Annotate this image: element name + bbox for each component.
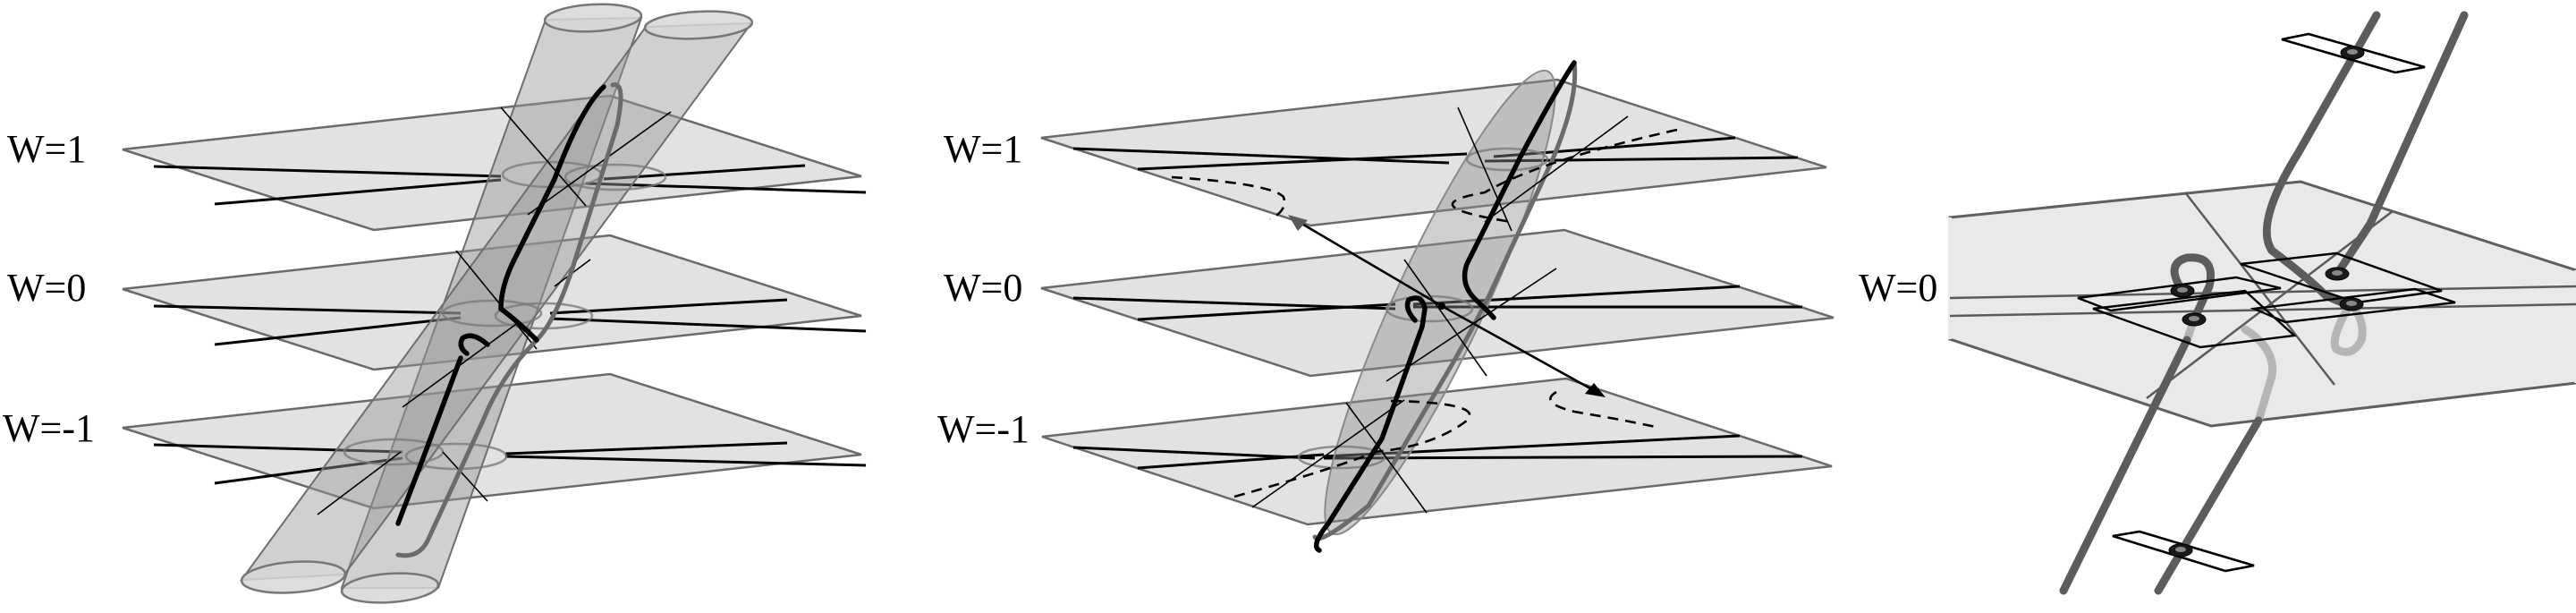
strand-loop-left xyxy=(2170,253,2215,324)
label-mid-w1: W=1 xyxy=(944,127,1022,171)
label-left-wm1: W=-1 xyxy=(3,406,95,450)
label-left-w0: W=0 xyxy=(7,266,86,310)
center-point xyxy=(1438,302,1445,310)
plane-w0-right xyxy=(1948,180,2576,428)
thin-lines-middle xyxy=(1251,106,1629,514)
strand-bottom-right xyxy=(2154,416,2263,595)
label-left-w1: W=1 xyxy=(7,127,86,171)
dashed-curves-middle xyxy=(1171,128,1678,498)
strand-bottom-left xyxy=(2059,336,2191,595)
strand-left xyxy=(2262,11,2381,309)
arrowhead-down-icon xyxy=(1585,383,1606,397)
plane-w1-middle xyxy=(1040,78,1827,227)
gray-curve-middle xyxy=(1312,60,1578,541)
plane-lines-right xyxy=(1949,192,2576,399)
label-mid-w0: W=0 xyxy=(944,266,1022,310)
arrows-middle xyxy=(1288,215,1606,397)
arrowhead-up-icon xyxy=(1288,215,1308,231)
dark-curve-left xyxy=(395,84,606,526)
thin-lines-left xyxy=(317,106,672,515)
panel-middle xyxy=(1040,60,1835,553)
label-mid-wm1: W=-1 xyxy=(937,407,1030,451)
label-right-w0: W=0 xyxy=(1859,266,1937,310)
dark-curve-middle xyxy=(1313,60,1577,553)
level-labels: W=1 W=0 W=-1 W=1 W=0 W=-1 W=0 xyxy=(3,127,1937,451)
strand-under-right xyxy=(2330,300,2367,356)
cylinder-a xyxy=(340,3,643,604)
intersection-ellipses-middle xyxy=(1297,147,1549,470)
panel-right xyxy=(1948,11,2576,595)
panel-left xyxy=(122,3,867,604)
plane-cut-lines-middle xyxy=(1072,136,1803,470)
ring-markers-right xyxy=(2168,46,2365,558)
plane-w0-left xyxy=(122,234,862,371)
